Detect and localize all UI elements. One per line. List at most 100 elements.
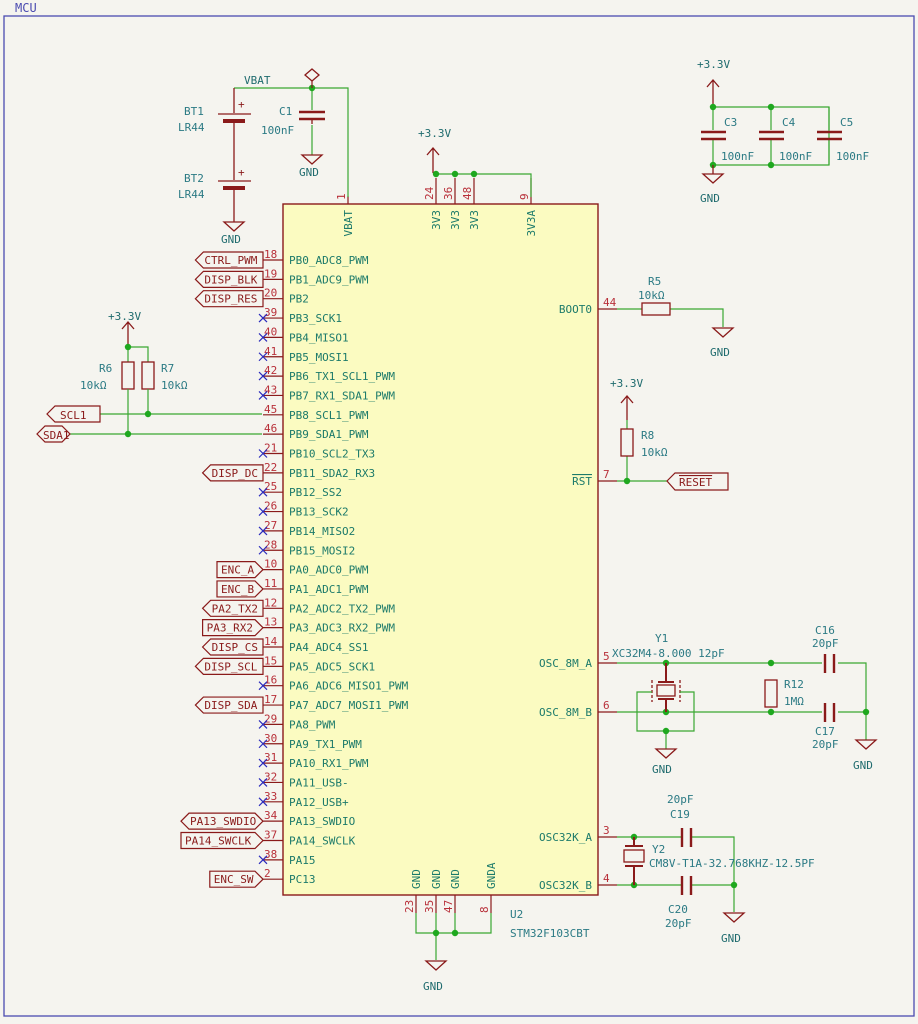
global-label-box[interactable] bbox=[180, 812, 264, 830]
pin-number: 14 bbox=[264, 635, 278, 648]
global-label-box[interactable] bbox=[202, 619, 264, 637]
global-label: ENC_SW bbox=[214, 873, 254, 886]
global-label-box[interactable] bbox=[180, 831, 264, 850]
gnd-label: GND bbox=[299, 166, 319, 179]
global-label-box[interactable] bbox=[194, 696, 264, 714]
pin-number: 1 bbox=[335, 193, 348, 200]
gnd-icon bbox=[701, 173, 725, 184]
global-label-box[interactable] bbox=[201, 464, 264, 482]
pin-number: 23 bbox=[403, 900, 416, 913]
pin-name: PB8_SCL1_PWM bbox=[289, 409, 369, 422]
reset-label-box[interactable] bbox=[666, 472, 729, 491]
r8-value: 10kΩ bbox=[641, 446, 668, 459]
global-label-box[interactable] bbox=[194, 657, 264, 675]
pin-name: BOOT0 bbox=[559, 303, 592, 316]
pin-name: RST bbox=[572, 475, 592, 488]
mcu-value: STM32F103CBT bbox=[510, 927, 590, 940]
pin-name: 3V3 bbox=[449, 210, 462, 230]
c17-ref: C17 bbox=[815, 725, 835, 738]
r12-value: 1MΩ bbox=[784, 695, 804, 708]
i2c-pullups: +3.3V R6 10kΩ R7 10kΩ SCL1 SDA1 bbox=[36, 310, 262, 443]
scl1-label-box[interactable] bbox=[46, 405, 101, 423]
pin-name: PA4_ADC4_SS1 bbox=[289, 641, 368, 654]
mcu-body[interactable] bbox=[282, 203, 599, 896]
global-label-box[interactable] bbox=[201, 638, 264, 656]
global-label-box[interactable] bbox=[194, 290, 264, 308]
pin-number: 12 bbox=[264, 596, 277, 609]
global-label-box[interactable] bbox=[216, 561, 264, 579]
global-label-box[interactable] bbox=[194, 251, 264, 269]
pin-number: 48 bbox=[461, 187, 474, 200]
global-label-box[interactable] bbox=[201, 599, 264, 617]
global-label: PA14_SWCLK bbox=[185, 835, 252, 848]
global-label-box[interactable] bbox=[194, 270, 264, 288]
pin-name: PA11_USB- bbox=[289, 776, 349, 789]
no-connect-icon bbox=[258, 352, 268, 362]
no-connect-icon bbox=[258, 739, 268, 749]
global-label: DISP_SDA bbox=[204, 699, 257, 712]
sheet-title: MCU bbox=[15, 1, 37, 15]
no-connect-icon bbox=[258, 681, 268, 691]
pin-name: PA15 bbox=[289, 854, 316, 867]
global-label-box[interactable] bbox=[209, 870, 264, 888]
global-label-box[interactable] bbox=[216, 580, 264, 598]
c1-value: 100nF bbox=[261, 124, 294, 137]
no-connect-icon bbox=[258, 778, 268, 787]
gnd-icon bbox=[711, 327, 735, 338]
gnd-icon bbox=[854, 739, 878, 750]
gnd-icon bbox=[222, 221, 246, 232]
gnd-label: GND bbox=[221, 233, 241, 246]
bt1-ref: BT1 bbox=[184, 105, 204, 118]
sda1-label-box[interactable] bbox=[36, 425, 71, 443]
